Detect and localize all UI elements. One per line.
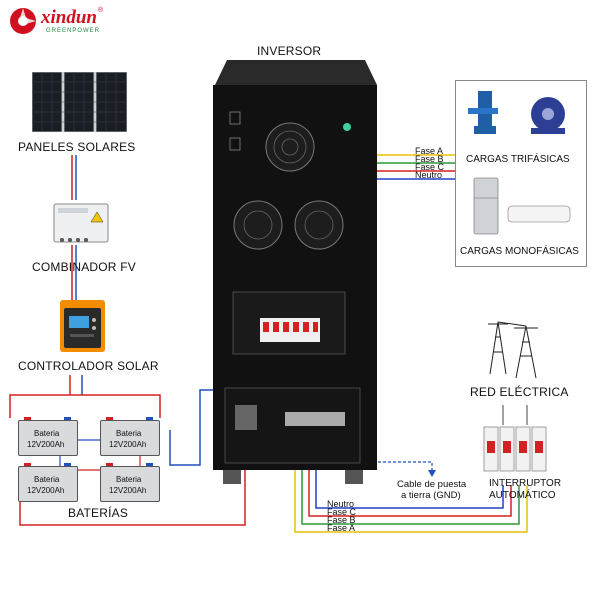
- charge-controller-icon: [60, 300, 105, 352]
- solar-panels: [31, 71, 128, 133]
- battery-name: Bateria: [34, 429, 60, 438]
- logo-registered-mark: ®: [98, 7, 104, 14]
- combiner-box-icon: [53, 203, 109, 243]
- inverter-cabinet-icon: [213, 60, 377, 484]
- output-wire-fase-b: Fase B: [415, 154, 444, 164]
- breaker-label-line2: AUTOMÁTICO: [489, 490, 556, 501]
- pylon-icon: [488, 321, 538, 379]
- battery-name: Bateria: [34, 475, 60, 484]
- inverter-label: INVERSOR: [257, 44, 322, 58]
- battery-name: Bateria: [116, 429, 142, 438]
- three-phase-loads-icon: [468, 91, 565, 134]
- circuit-breaker-icon: [483, 426, 547, 472]
- output-wire-fase-c: Fase C: [415, 162, 445, 172]
- battery-spec: 12V200Ah: [109, 486, 147, 495]
- logo-flower-icon: [10, 8, 36, 34]
- battery-spec: 12V200Ah: [109, 440, 147, 449]
- solar-panels-label: PANELES SOLARES: [18, 140, 136, 154]
- battery-name: Bateria: [116, 475, 142, 484]
- battery: Bateria 12V200Ah: [100, 463, 160, 502]
- power-grid-pylons: [480, 312, 550, 380]
- single-phase-loads-label: CARGAS MONOFÁSICAS: [460, 246, 579, 257]
- battery: Bateria 12V200Ah: [100, 417, 160, 456]
- three-phase-loads-label: CARGAS TRIFÁSICAS: [466, 154, 570, 165]
- battery-spec: 12V200Ah: [27, 486, 65, 495]
- loads-panel: CARGAS TRIFÁSICAS CARGAS MONOFÁSICAS: [455, 80, 587, 267]
- grid-wire-neutro: Neutro: [327, 499, 355, 509]
- batteries-label: BATERÍAS: [68, 506, 129, 520]
- ground-label-line1: Cable de puesta: [397, 479, 467, 490]
- grid-label: RED ELÉCTRICA: [470, 385, 569, 399]
- ground-label-line2: a tierra (GND): [401, 490, 461, 501]
- grid-wire-fase-c: Fase C: [327, 507, 357, 517]
- circuit-breaker: [482, 425, 548, 473]
- battery: Bateria 12V200Ah: [18, 417, 78, 456]
- combiner-label: COMBINADOR FV: [32, 260, 136, 274]
- battery: Bateria 12V200Ah: [18, 463, 78, 502]
- grid-wire-fase-b: Fase B: [327, 515, 356, 525]
- logo-brand-text: xindun: [41, 7, 97, 28]
- breaker-label-line1: INTERRUPTOR: [489, 478, 562, 489]
- output-wire-fase-a: Fase A: [415, 146, 444, 156]
- grid-wire-fase-a: Fase A: [327, 523, 356, 533]
- solar-panel-icon: [31, 71, 128, 133]
- inverter-cabinet: [205, 60, 380, 485]
- battery-spec: 12V200Ah: [27, 440, 65, 449]
- output-wire-neutro: Neutro: [415, 170, 443, 180]
- single-phase-loads-icon: [473, 177, 571, 235]
- brand-logo: xindun ® GREENPOWER: [8, 6, 138, 36]
- logo-tagline: GREENPOWER: [46, 28, 101, 34]
- pv-combiner-box: [52, 200, 110, 245]
- controller-label: CONTROLADOR SOLAR: [18, 359, 159, 373]
- solar-controller: [60, 300, 105, 352]
